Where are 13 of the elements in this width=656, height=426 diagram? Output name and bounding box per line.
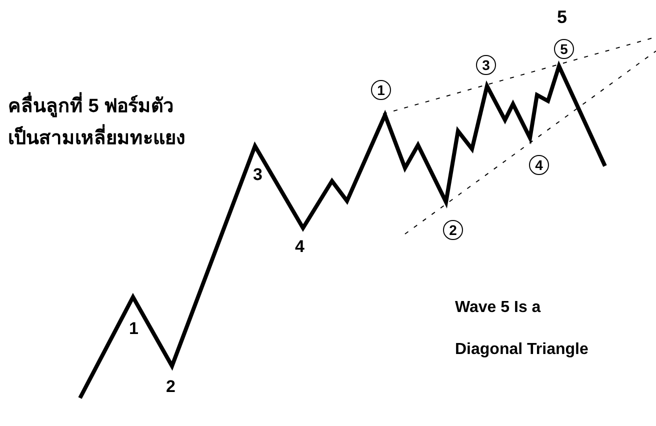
annotation-text: คลื่นลูกที่ 5 ฟอร์มตัว <box>8 90 174 120</box>
wave-number: 1 <box>129 319 138 339</box>
wave-number: 5 <box>557 7 568 28</box>
circled-wave-number: 4 <box>529 155 549 175</box>
wave-number: 4 <box>295 237 304 257</box>
wave-number: 2 <box>166 377 176 397</box>
annotation-text: เป็นสามเหลี่ยมทะแยง <box>8 122 185 152</box>
circled-wave-number: 2 <box>443 220 463 240</box>
circled-wave-number: 5 <box>554 39 574 59</box>
circled-wave-number: 3 <box>476 55 496 75</box>
circled-wave-number: 1 <box>371 80 391 100</box>
wave-number: 3 <box>253 165 262 185</box>
annotation-text: Wave 5 Is a Diagonal Triangle <box>455 298 590 360</box>
